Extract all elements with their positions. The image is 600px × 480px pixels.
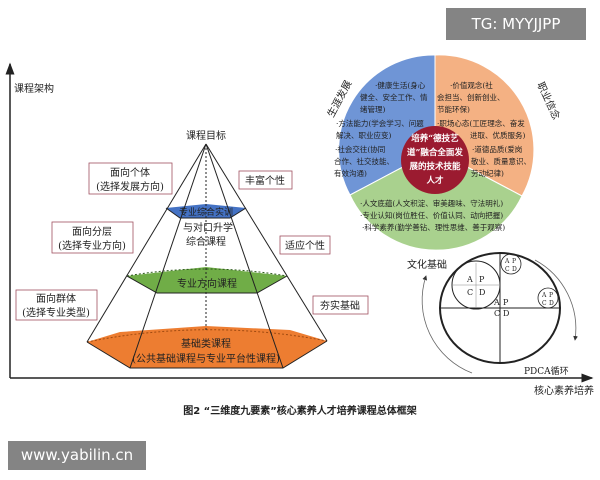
left-box-3-line1: 面向群体 bbox=[36, 292, 76, 305]
center-text: 道”融合全面发 bbox=[407, 147, 463, 158]
base-layer-label-2: (公共基础课程与专业平台性课程) bbox=[132, 352, 280, 365]
pdca-letter-d: D bbox=[479, 288, 485, 297]
x-axis-label: 核心素养培养 bbox=[534, 384, 594, 397]
top-layer bbox=[166, 204, 246, 218]
right-box-2: 适应个性 bbox=[285, 239, 325, 252]
right-item: ·价值观念(社 bbox=[450, 80, 493, 90]
pdca-letter-c: C bbox=[467, 288, 473, 297]
green-layer-label: 专业方向课程 bbox=[177, 277, 237, 290]
left-item: ·社会交往(协同 bbox=[335, 144, 385, 154]
apex-label: 课程目标 bbox=[186, 130, 226, 142]
right-item: ·职场心态(工匠理念、奋发 bbox=[437, 118, 525, 128]
left-item: 健全、安全工作、情 bbox=[360, 92, 428, 102]
left-box-3-line2: (选择专业类型) bbox=[22, 306, 90, 319]
right-item: 会担当、创新创业、 bbox=[437, 92, 505, 102]
bottom-item: ·人文底蕴(人文积淀、审美趣味、守法明礼) bbox=[360, 198, 503, 208]
right-item: 进取、优质服务) bbox=[470, 130, 525, 140]
watermark-top: TG: MYYJJPP bbox=[446, 8, 586, 40]
center-text: 培养“德技艺 bbox=[411, 133, 459, 144]
pdca-letter-p: P bbox=[512, 258, 516, 265]
pdca-letter-c: C bbox=[505, 266, 510, 273]
pdca-letter-c: C bbox=[494, 309, 500, 318]
right-item: ·道德品质(爱岗 bbox=[472, 144, 522, 154]
green-layer bbox=[127, 267, 287, 293]
middle-text-1: 与对口升学 bbox=[183, 221, 233, 234]
pdca-letter-a: A bbox=[504, 258, 510, 265]
right-item: 敬业、质量意识、 bbox=[471, 156, 531, 166]
right-box-3: 夯实基础 bbox=[320, 299, 360, 312]
center-circle bbox=[401, 126, 469, 194]
left-box-1-line1: 面向个体 bbox=[110, 166, 150, 179]
center-text: 人才 bbox=[426, 175, 444, 186]
left-box-2-line2: (选择专业方向) bbox=[58, 239, 126, 252]
pdca-label: PDCA循环 bbox=[524, 365, 569, 377]
y-axis-label: 课程架构 bbox=[14, 82, 54, 95]
right-circle-label: 职业信念 bbox=[534, 80, 563, 122]
pdca-letter-d: D bbox=[549, 300, 554, 307]
pdca-letter-d: D bbox=[503, 309, 509, 318]
pdca-letter-d: D bbox=[512, 266, 517, 273]
pdca-letter-a: A bbox=[466, 275, 473, 284]
bottom-circle-label: 文化基础 bbox=[407, 258, 447, 271]
left-item: 解决、职业应变) bbox=[336, 130, 391, 140]
base-layer-label-1: 基础类课程 bbox=[181, 337, 231, 350]
pdca-letter-p: P bbox=[479, 275, 485, 284]
left-item: ·方法能力(学会学习、问题 bbox=[336, 118, 424, 128]
left-item: 有效沟通) bbox=[334, 168, 367, 178]
top-layer-label: 专业综合实训 bbox=[179, 206, 233, 218]
left-item: 合作、社交技能、 bbox=[334, 156, 394, 166]
bottom-item: ·科学素养(勤学善钻、理性思维、善于观察) bbox=[362, 222, 505, 232]
right-item: 节能环保) bbox=[437, 104, 470, 114]
base-layer bbox=[87, 326, 327, 368]
competency-wheel bbox=[338, 54, 535, 251]
center-text: 展的技术技能 bbox=[408, 161, 461, 172]
middle-text-2: 综合课程 bbox=[186, 235, 226, 248]
left-box-1-line2: (选择发展方向) bbox=[96, 180, 164, 193]
pdca-diagram bbox=[421, 252, 578, 374]
pdca-letter-p: P bbox=[549, 292, 553, 299]
watermark-bottom: www.yabilin.cn bbox=[8, 441, 146, 470]
bottom-item: ·专业认知(岗位胜任、价值认同、动向把握) bbox=[360, 210, 503, 220]
right-box-1: 丰富个性 bbox=[245, 174, 285, 187]
pdca-letter-a: A bbox=[493, 298, 500, 307]
left-item: 绪管理) bbox=[360, 104, 385, 114]
left-box-2-line1: 面向分层 bbox=[72, 225, 112, 238]
right-item: 劳动纪律) bbox=[471, 168, 504, 178]
pdca-letter-a: A bbox=[541, 292, 547, 299]
figure-caption: 图2 “三维度九要素”核心素养人才培养课程总体框架 bbox=[183, 404, 417, 417]
pdca-letter-c: C bbox=[542, 300, 547, 307]
pdca-letter-p: P bbox=[503, 298, 509, 307]
left-item: ·健康生活(身心 bbox=[375, 80, 426, 90]
